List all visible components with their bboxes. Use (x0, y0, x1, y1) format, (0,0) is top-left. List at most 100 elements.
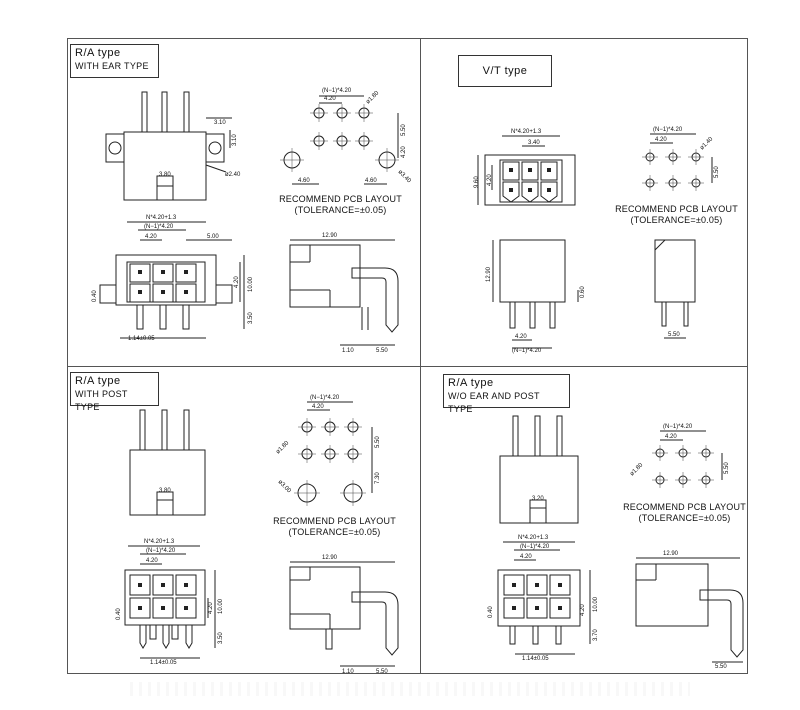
dim-label: 4.20 (234, 276, 240, 288)
pcb-note-line2: (TOLERANCE=±0.05) (638, 513, 731, 523)
dim-label: (N−1)*4.20 (322, 88, 352, 94)
dim-label: 4.20 (655, 137, 667, 143)
drawing-sheet (67, 38, 748, 674)
dim-label: (N−1)*4.20 (146, 548, 176, 554)
pcb-note-line2: (TOLERANCE=±0.05) (294, 205, 387, 215)
dim-label: 4.20 (145, 234, 157, 240)
dim-label: N*4.20+1.3 (511, 129, 542, 135)
panel-divider-horizontal (67, 366, 748, 367)
dim-label: 3.70 (593, 629, 599, 641)
dim-label: 4.20 (312, 404, 324, 410)
dim-label: 5.50 (375, 436, 381, 448)
scan-artifact (130, 682, 690, 696)
dim-label: 3.40 (528, 140, 540, 146)
pcb-layout-note: RECOMMEND PCB LAYOUT (TOLERANCE=±0.05) (614, 204, 739, 226)
dim-label: 5.50 (376, 669, 388, 675)
panel-title-type: R/A type (75, 47, 121, 59)
dim-label: (N−1)*4.20 (144, 224, 174, 230)
panel-title-type: R/A type (448, 377, 494, 389)
dim-label: 4.60 (298, 178, 310, 184)
dim-label: 4.20 (487, 174, 493, 186)
dim-label: ø2.40 (225, 172, 241, 178)
dim-label: 12.90 (322, 555, 338, 561)
panel-title-bl: R/A type WITH POST TYPE (70, 372, 159, 412)
dim-label: 4.20 (520, 554, 532, 560)
pcb-note-line1: RECOMMEND PCB LAYOUT (623, 502, 746, 512)
dim-label: 4.20 (208, 602, 214, 614)
panel-divider-vertical (420, 38, 421, 674)
dim-label: 5.50 (376, 348, 388, 354)
panel-title-tl: R/A type WITH EAR TYPE (70, 44, 159, 78)
dim-label: 4.60 (365, 178, 377, 184)
dim-label: 4.20 (665, 434, 677, 440)
dim-label: 4.20 (146, 558, 158, 564)
dim-label: 3.10 (214, 120, 226, 126)
panel-title-subtype: WITH EAR TYPE (75, 61, 149, 71)
dim-label: 3.50 (248, 312, 254, 324)
dim-label: 5.50 (715, 664, 727, 670)
pcb-note-line2: (TOLERANCE=±0.05) (630, 215, 723, 225)
panel-title-tr: V/T type (458, 55, 552, 87)
dim-label: 1.14±0.05 (522, 656, 549, 662)
dim-label: 5.00 (207, 234, 219, 240)
panel-title-br: R/A type W/O EAR AND POST TYPE (443, 374, 570, 414)
dim-label: 5.50 (401, 124, 407, 136)
dim-label: 0.40 (116, 608, 122, 620)
pcb-layout-note: RECOMMEND PCB LAYOUT (TOLERANCE=±0.05) (622, 502, 747, 524)
dim-label: 12.90 (486, 266, 492, 282)
dim-label: 0.40 (488, 606, 494, 618)
pcb-note-line2: (TOLERANCE=±0.05) (288, 527, 381, 537)
dim-label: 4.20 (401, 146, 407, 158)
dim-label: (N−1)*4.20 (663, 424, 693, 430)
dim-label: 0.40 (92, 290, 98, 302)
pcb-layout-note: RECOMMEND PCB LAYOUT (TOLERANCE=±0.05) (272, 516, 397, 538)
dim-label: 5.50 (724, 462, 730, 474)
dim-label: 10.00 (248, 276, 254, 292)
dim-label: 10.00 (593, 596, 599, 612)
dim-label: 12.90 (322, 233, 338, 239)
dim-label: 4.20 (580, 604, 586, 616)
pcb-note-line1: RECOMMEND PCB LAYOUT (279, 194, 402, 204)
dim-label: 3.80 (159, 172, 171, 178)
dim-label: 1.10 (342, 348, 354, 354)
dim-label: N*4.20+1.3 (144, 539, 175, 545)
panel-title-type: V/T type (482, 65, 528, 77)
dim-label: 12.90 (663, 551, 679, 557)
panel-title-subtype: W/O EAR AND POST TYPE (448, 391, 540, 414)
dim-label: 7.30 (375, 472, 381, 484)
dim-label: 1.14±0.05 (128, 336, 155, 342)
dim-label: 10.00 (218, 598, 224, 614)
dim-label: N*4.20+1.3 (146, 215, 177, 221)
dim-label: N*4.20+1.3 (518, 535, 549, 541)
dim-label: (N−1)*4.20 (512, 348, 542, 354)
pcb-note-line1: RECOMMEND PCB LAYOUT (615, 204, 738, 214)
dim-label: 3.20 (532, 496, 544, 502)
dim-label: 9.60 (474, 176, 480, 188)
pcb-layout-note: RECOMMEND PCB LAYOUT (TOLERANCE=±0.05) (278, 194, 403, 216)
dim-label: 5.50 (668, 332, 680, 338)
dim-label: 0.60 (580, 286, 586, 298)
dim-label: (N−1)*4.20 (310, 395, 340, 401)
dim-label: 4.20 (515, 334, 527, 340)
dim-label: 1.10 (342, 669, 354, 675)
dim-label: 1.14±0.05 (150, 660, 177, 666)
pcb-note-line1: RECOMMEND PCB LAYOUT (273, 516, 396, 526)
dim-label: 3.80 (159, 488, 171, 494)
dim-label: (N−1)*4.20 (653, 127, 683, 133)
dim-label: 4.20 (324, 96, 336, 102)
